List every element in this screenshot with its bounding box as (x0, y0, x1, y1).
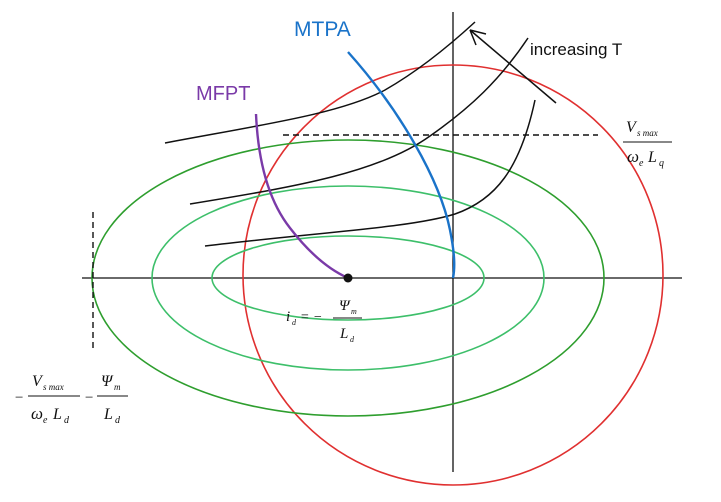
svg-text:q: q (659, 158, 664, 169)
svg-text:m: m (351, 307, 357, 316)
svg-text:d: d (115, 415, 121, 426)
svg-text:L: L (103, 406, 113, 423)
svg-text:= −: = − (300, 310, 322, 325)
voltage-ellipse-middle (151, 185, 545, 371)
center-point (343, 273, 353, 283)
mfpt-curve (254, 113, 349, 280)
svg-text:Ψ: Ψ (339, 298, 351, 314)
mtpa-curve (347, 51, 456, 279)
increasing-t-label: increasing T (530, 40, 622, 59)
torque-curve-1 (204, 99, 536, 247)
svg-text:m: m (114, 382, 121, 392)
svg-text:s max: s max (637, 128, 658, 138)
svg-text:d: d (292, 318, 297, 327)
svg-text:s max: s max (43, 382, 64, 392)
voltage-ellipse-inner (211, 235, 485, 321)
svg-text:ω: ω (31, 404, 43, 423)
svg-text:−: − (14, 390, 24, 406)
svg-text:L: L (647, 149, 657, 166)
svg-text:ω: ω (627, 147, 639, 166)
svg-text:V: V (32, 373, 44, 390)
center-id-formula: i d = − Ψ m L d (286, 298, 362, 344)
mfpt-label: MFPT (196, 83, 250, 105)
svg-text:L: L (52, 406, 62, 423)
torque-curve-2 (189, 37, 529, 205)
svg-text:d: d (64, 415, 70, 426)
mtpa-label: MTPA (294, 18, 351, 41)
voltage-ellipse-outer (91, 139, 605, 417)
svg-text:Ψ: Ψ (101, 373, 114, 390)
svg-text:L: L (339, 326, 348, 342)
svg-text:e: e (43, 415, 48, 426)
increasing-t-arrow (469, 29, 557, 104)
svg-text:d: d (350, 335, 355, 344)
svg-text:V: V (626, 119, 638, 136)
svg-text:e: e (639, 158, 644, 169)
vsmax-over-we-lq-formula: V s max ω e L q (623, 119, 672, 169)
svg-text:i: i (286, 309, 290, 325)
svg-text:−: − (84, 390, 94, 406)
current-limit-circle (242, 64, 664, 486)
increasing-t-arrowhead-icon (469, 29, 487, 46)
torque-curve-3 (164, 21, 476, 144)
left-bound-formula: − V s max ω e L d − Ψ m L d (14, 373, 128, 426)
